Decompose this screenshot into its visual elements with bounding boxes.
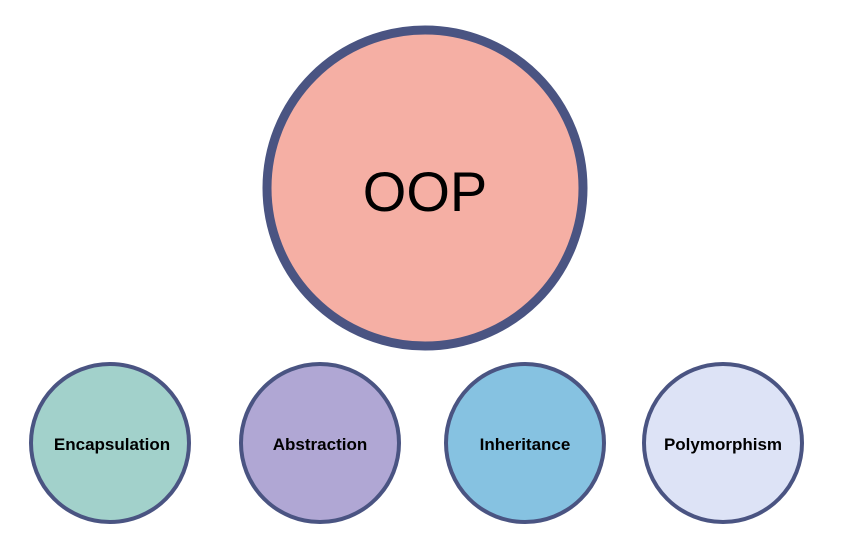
pillar-circle-polymorphism: [642, 362, 804, 524]
main-label: OOP: [363, 160, 487, 223]
pillar-label-abstraction: Abstraction: [273, 435, 367, 454]
pillar-node-encapsulation: Encapsulation: [29, 362, 191, 524]
pillar-label-inheritance: Inheritance: [480, 435, 571, 454]
pillar-circle-encapsulation: [29, 362, 191, 524]
pillar-node-inheritance: Inheritance: [444, 362, 606, 524]
pillar-label-encapsulation: Encapsulation: [54, 435, 170, 454]
main-node: OOP: [262, 25, 588, 351]
pillar-node-polymorphism: Polymorphism: [642, 362, 804, 524]
main-circle: [262, 25, 588, 351]
pillar-label-polymorphism: Polymorphism: [664, 435, 782, 454]
pillar-circle-abstraction: [239, 362, 401, 524]
pillar-circle-inheritance: [444, 362, 606, 524]
pillar-node-abstraction: Abstraction: [239, 362, 401, 524]
